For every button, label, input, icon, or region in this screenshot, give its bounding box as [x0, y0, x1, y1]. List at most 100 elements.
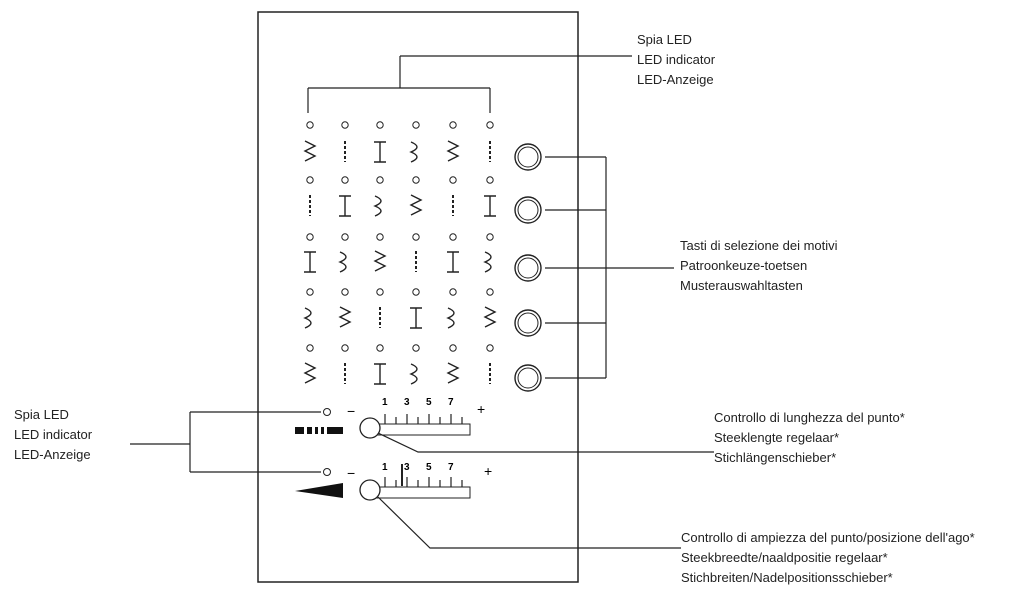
stitch-pattern-icon	[338, 306, 352, 328]
length-led	[323, 408, 331, 416]
stitch-width-it: Controllo di ampiezza del punto/posizion…	[681, 530, 975, 545]
length-scale-3: 3	[404, 397, 410, 408]
pattern-led	[376, 288, 384, 296]
stitch-pattern-icon	[446, 307, 455, 329]
led-left-callout	[130, 411, 321, 473]
pattern-led	[412, 233, 420, 241]
slider-callouts	[377, 432, 714, 549]
pattern-keys-callout	[545, 156, 674, 379]
pattern-led	[486, 288, 494, 296]
pattern-led	[449, 288, 457, 296]
stitch-pattern-icon	[374, 363, 386, 385]
control-panel-frame	[257, 11, 579, 583]
width-scale-7: 7	[448, 462, 454, 473]
led-indicator-label-left: Spia LED LED indicator LED-Anzeige	[14, 405, 92, 465]
pattern-led	[341, 176, 349, 184]
pattern-led	[306, 233, 314, 241]
led-left-de: LED-Anzeige	[14, 447, 91, 462]
pattern-keys-de: Musterauswahltasten	[680, 278, 803, 293]
pattern-led	[412, 344, 420, 352]
led-left-en: LED indicator	[14, 427, 93, 442]
length-plus: +	[477, 401, 485, 417]
led-left-it: Spia LED	[14, 407, 69, 422]
stitch-pattern-icon	[373, 195, 382, 217]
length-scale-1: 1	[382, 397, 388, 408]
pattern-led	[341, 233, 349, 241]
pattern-led	[486, 233, 494, 241]
stitch-pattern-icon	[373, 250, 387, 272]
stitch-pattern-icon	[409, 363, 418, 385]
width-plus: +	[484, 463, 492, 479]
pattern-select-button[interactable]	[514, 309, 542, 337]
length-minus: −	[347, 403, 355, 419]
width-minus: −	[347, 465, 355, 481]
pattern-led	[306, 344, 314, 352]
stitch-width-slider: − + 1 3 5 7	[295, 462, 492, 501]
stitch-pattern-icon	[446, 362, 460, 384]
stitch-width-label: Controllo di ampiezza del punto/posizion…	[681, 528, 975, 588]
pattern-led	[306, 121, 314, 129]
pattern-led	[486, 176, 494, 184]
stitch-pattern-grid	[303, 121, 542, 392]
stitch-pattern-icon	[303, 362, 317, 384]
pattern-keys-it: Tasti di selezione dei motivi	[680, 238, 838, 253]
stitch-pattern-icon	[338, 251, 347, 273]
stitch-pattern-icon	[303, 140, 317, 162]
pattern-keys-label: Tasti di selezione dei motivi Patroonkeu…	[680, 236, 838, 296]
stitch-pattern-icon	[446, 140, 460, 162]
stitch-pattern-icon	[339, 195, 351, 217]
stitch-pattern-icon	[447, 251, 459, 273]
stitch-pattern-icon	[410, 307, 422, 329]
stitch-pattern-icon	[304, 251, 316, 273]
stitch-length-it: Controllo di lunghezza del punto*	[714, 410, 905, 425]
stitch-pattern-icon	[374, 141, 386, 163]
led-top-de: LED-Anzeige	[637, 72, 714, 87]
pattern-led	[376, 121, 384, 129]
stitch-width-nl: Steekbreedte/naaldpositie regelaar*	[681, 550, 888, 565]
length-scale-5: 5	[426, 397, 432, 408]
stitch-length-nl: Steeklengte regelaar*	[714, 430, 840, 445]
pattern-select-button[interactable]	[514, 254, 542, 282]
pattern-led	[412, 176, 420, 184]
stitch-length-de: Stichlängenschieber*	[714, 450, 837, 465]
width-knob[interactable]	[359, 479, 381, 501]
pattern-led	[306, 288, 314, 296]
pattern-led	[376, 176, 384, 184]
width-scale-5: 5	[426, 462, 432, 473]
pattern-led	[486, 121, 494, 129]
pattern-led	[449, 233, 457, 241]
pattern-led	[341, 344, 349, 352]
pattern-led	[449, 121, 457, 129]
width-wedge-icon	[295, 483, 343, 498]
stitch-pattern-icon	[484, 195, 496, 217]
width-scale-1: 1	[382, 462, 388, 473]
stitch-pattern-icon	[409, 141, 418, 163]
led-top-callout	[307, 55, 632, 113]
led-indicator-label-top: Spia LED LED indicator LED-Anzeige	[637, 30, 715, 90]
width-led	[323, 468, 331, 476]
width-scale-3: 3	[404, 462, 410, 473]
stitch-width-de: Stichbreiten/Nadelpositionsschieber*	[681, 570, 893, 585]
pattern-led	[449, 344, 457, 352]
stitch-pattern-icon	[409, 194, 423, 216]
pattern-select-button[interactable]	[514, 143, 542, 171]
stitch-pattern-icon	[303, 307, 312, 329]
led-top-en: LED indicator	[637, 52, 716, 67]
stitch-length-slider: − + 1 3 5 7	[295, 397, 485, 439]
pattern-led	[412, 288, 420, 296]
pattern-keys-nl: Patroonkeuze-toetsen	[680, 258, 808, 273]
pattern-led	[376, 233, 384, 241]
pattern-led	[449, 176, 457, 184]
pattern-led	[306, 176, 314, 184]
length-knob[interactable]	[359, 417, 381, 439]
led-top-it: Spia LED	[637, 32, 692, 47]
pattern-select-button[interactable]	[514, 196, 542, 224]
pattern-led	[486, 344, 494, 352]
length-scale-7: 7	[448, 397, 454, 408]
stitch-pattern-icon	[483, 251, 492, 273]
pattern-select-button[interactable]	[514, 364, 542, 392]
pattern-led	[376, 344, 384, 352]
stitch-pattern-icon	[483, 306, 497, 328]
